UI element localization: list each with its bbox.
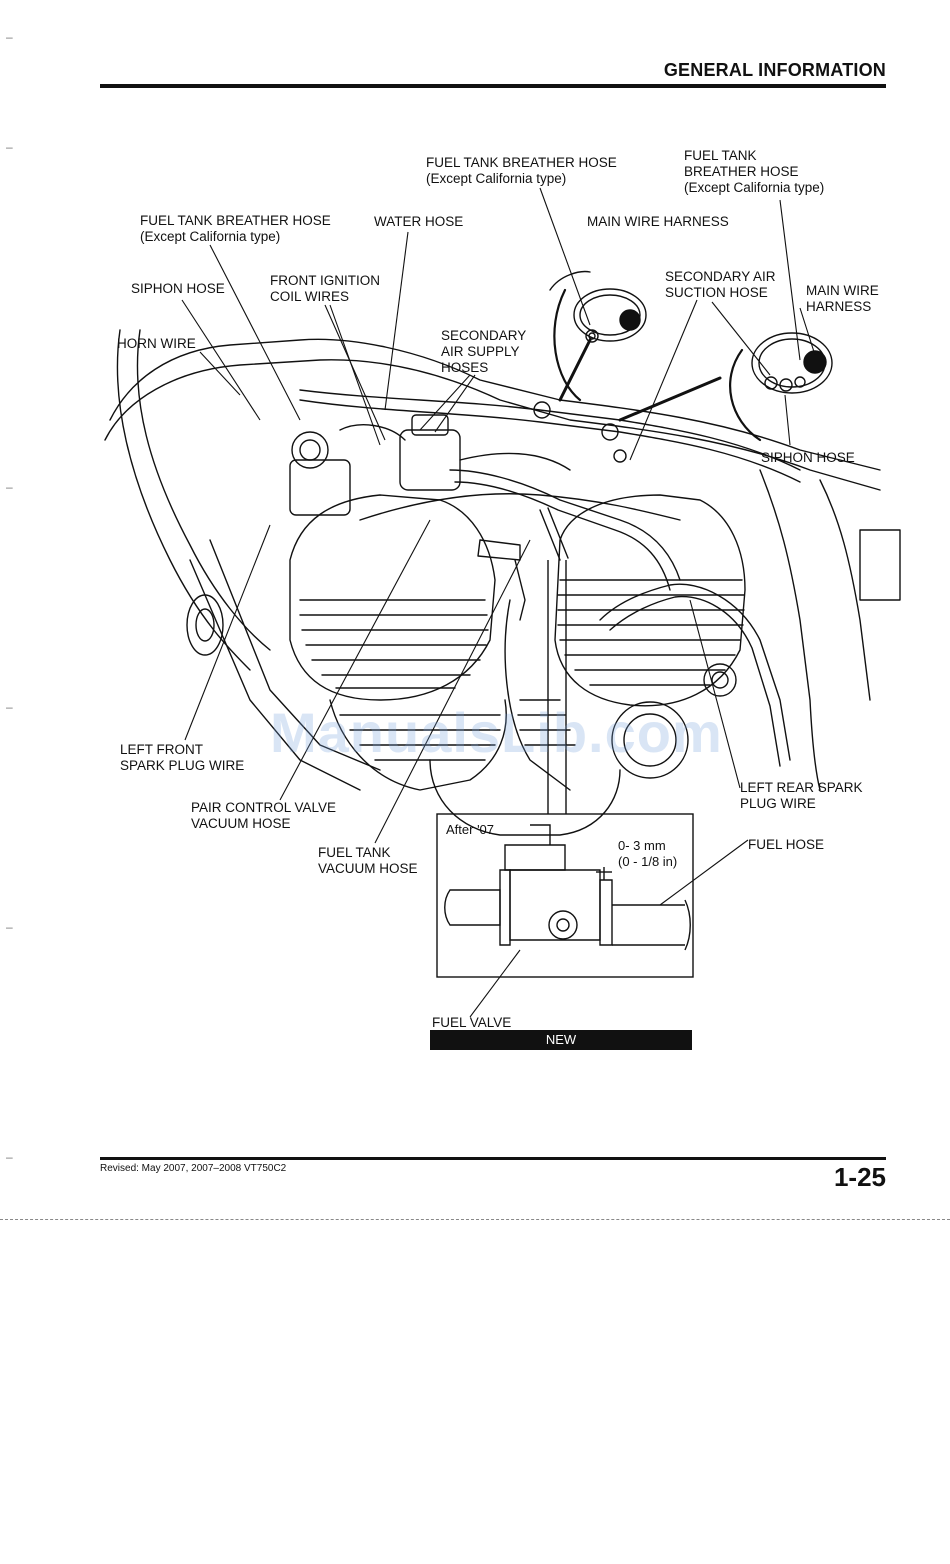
label-line: (Except California type) [426,171,567,186]
rear-cylinder [554,494,746,707]
label-line: SECONDARY [441,328,527,343]
inset-dimension: 0- 3 mm(0 - 1/8 in) [618,838,677,870]
harness-clamp-top [573,288,647,342]
label-line: LEFT REAR SPARK [740,780,863,795]
label-fuel-valve: FUEL VALVE [432,1015,512,1030]
harness-clamp-right [751,332,833,394]
frame-tube-top-lower [104,359,881,491]
label-main-wire-harness-top: MAIN WIRE HARNESS [587,214,729,229]
margin-mark: – [6,480,13,494]
label-line: LEFT FRONT [120,742,204,757]
frame-tube-top [109,338,881,471]
footer-rule [100,1157,886,1160]
label-line: 0- 3 mm [618,838,666,853]
label-line: VACUUM HOSE [318,861,418,876]
label-fuel-tank-breather-top: FUEL TANK BREATHER HOSE(Except Californi… [426,155,617,187]
label-line: HOSES [441,360,489,375]
label-line: (Except California type) [684,180,825,195]
label-line: FUEL TANK [684,148,757,163]
margin-mark: – [6,1150,13,1164]
margin-mark: – [6,700,13,714]
generator-cover [611,701,689,779]
watermark: ManualsLib.com [270,701,723,764]
label-line: FRONT IGNITION [270,273,380,288]
pair-valve [399,429,461,491]
label-line: FUEL TANK BREATHER HOSE [140,213,331,228]
label-line: PAIR CONTROL VALVE [191,800,337,815]
label-line: COIL WIRES [270,289,350,304]
inset-caption: After '07 [446,822,495,837]
ignition-coil [289,459,351,516]
label-line: HARNESS [806,299,872,314]
label-horn-wire: HORN WIRE [117,336,196,351]
label-line: SECONDARY AIR [665,269,776,284]
page-title: GENERAL INFORMATION [663,60,886,80]
revision-note: Revised: May 2007, 2007–2008 VT750C2 [100,1163,287,1174]
label-fuel-tank-breather-left: FUEL TANK BREATHER HOSE(Except Californi… [140,213,331,245]
label-siphon-hose-right: SIPHON HOSE [761,450,855,465]
label-line: MAIN WIRE [806,283,879,298]
inset-box [436,813,694,978]
horn-outline [186,594,224,656]
front-cylinder [289,494,496,701]
label-line: AIR SUPPLY [441,344,520,359]
label-line: (0 - 1/8 in) [618,854,678,869]
page-edge-rule [0,1219,950,1220]
margin-mark: – [6,30,13,44]
label-fuel-hose: FUEL HOSE [748,837,825,852]
margin-mark: – [6,140,13,154]
label-line: VACUUM HOSE [191,816,291,831]
label-line: SUCTION HOSE [665,285,768,300]
page-number: 1-25 [833,1162,886,1192]
header-rule [100,84,886,88]
label-water-hose: WATER HOSE [374,214,464,229]
label-line: SPARK PLUG WIRE [120,758,245,773]
label-line: PLUG WIRE [740,796,816,811]
margin-mark: – [6,920,13,934]
label-line: FUEL TANK BREATHER HOSE [426,155,617,170]
new-badge: NEW [430,1030,692,1050]
label-line: FUEL TANK [318,845,391,860]
label-line: BREATHER HOSE [684,164,799,179]
label-line: (Except California type) [140,229,281,244]
main-wire-harness [299,389,801,471]
label-siphon-hose-left: SIPHON HOSE [131,281,225,296]
